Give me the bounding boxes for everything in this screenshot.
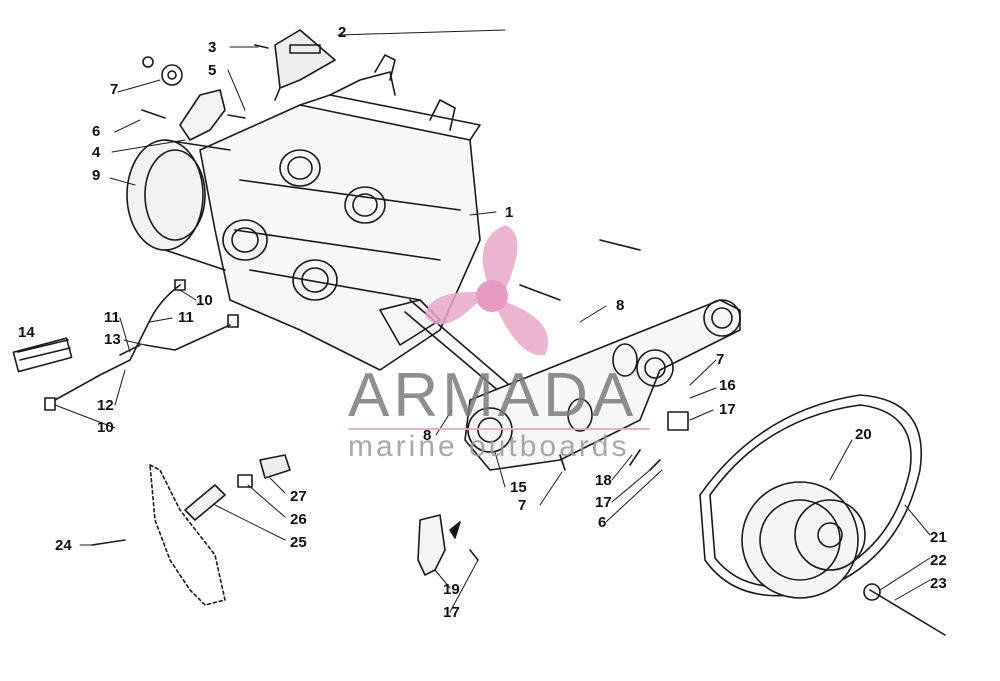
callout-label: 18	[595, 472, 612, 489]
drive-case	[464, 239, 741, 471]
clutch-and-belt	[699, 394, 946, 636]
upper-bracket	[141, 56, 246, 141]
callout-label: 25	[290, 534, 307, 551]
callout-label: 22	[930, 552, 947, 569]
callout-label: 8	[616, 297, 625, 314]
callout-label: 8	[423, 427, 432, 444]
callout-label: 27	[290, 488, 307, 505]
callout-label: 20	[855, 426, 872, 443]
callout-label: 13	[104, 331, 121, 348]
callout-label: 14	[18, 324, 35, 341]
fuel-hoses	[12, 279, 239, 411]
callout-label: 7	[518, 497, 527, 514]
callout-label: 17	[719, 401, 736, 418]
callout-label: 23	[930, 575, 947, 592]
callout-label: 19	[443, 581, 460, 598]
leader-lines	[54, 29, 931, 613]
callout-label: 4	[92, 144, 101, 161]
callout-label: 26	[290, 511, 307, 528]
callout-label: 11	[178, 309, 194, 326]
callout-label: 21	[930, 529, 947, 546]
callout-label: 7	[110, 81, 119, 98]
callout-label: 9	[92, 167, 101, 184]
callout-label: 7	[716, 351, 725, 368]
callout-label: 10	[196, 292, 213, 309]
recoil-handle	[254, 29, 336, 101]
callout-label: 2	[338, 24, 347, 41]
callout-label: 6	[92, 123, 101, 140]
brand-logo	[425, 225, 548, 356]
callout-label: 17	[595, 494, 612, 511]
callout-label: 1	[505, 204, 514, 221]
watermark-brand: ARMADA	[348, 361, 638, 430]
callout-label: 10	[97, 419, 114, 436]
engine-block	[199, 54, 551, 431]
callout-label: 17	[443, 604, 460, 621]
callout-label: 16	[719, 377, 736, 394]
callout-label: 3	[208, 39, 217, 56]
small-bracket	[417, 514, 479, 576]
callout-label: 5	[208, 62, 217, 79]
watermark-tagline: marine outboards	[348, 430, 630, 463]
watermark-rule	[348, 428, 650, 430]
callout-label: 11	[104, 309, 120, 326]
callout-label: 6	[598, 514, 607, 531]
callout-label: 12	[97, 397, 114, 414]
callout-label: 24	[55, 537, 72, 554]
recoil-housing	[126, 139, 231, 271]
callout-label: 15	[510, 479, 527, 496]
engine-mount-plate	[91, 454, 291, 606]
